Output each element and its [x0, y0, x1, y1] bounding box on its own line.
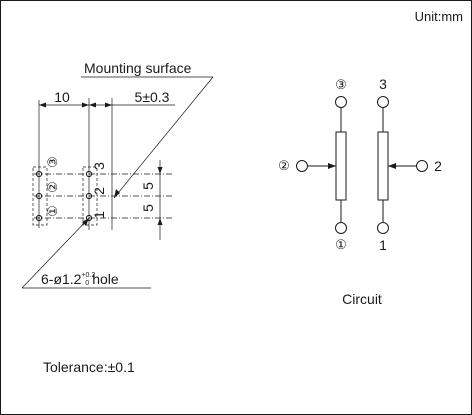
mounting-surface-arrow — [114, 189, 120, 198]
hole-callout-leader — [21, 217, 90, 289]
circuit-right-pin-top-label: 3 — [379, 76, 387, 92]
pad-outline-left — [32, 166, 48, 226]
pin-label-right-3: 3 — [91, 162, 107, 170]
dim-pitch-y-lower: 5 — [140, 204, 156, 212]
hole-callout-arrow — [82, 218, 89, 226]
hole-left-2 — [35, 192, 43, 200]
dim-arrow — [105, 102, 112, 108]
circuit-diagram: ③ ① ② 3 1 2 Circuit — [278, 76, 442, 307]
dim-arrow — [39, 102, 46, 108]
circuit-left-wiper-arrow — [328, 163, 336, 169]
dim-pitch-y-upper: 5 — [140, 182, 156, 190]
pin-label-left-1: ① — [45, 205, 60, 217]
circuit-left-pin-side-label: ② — [278, 158, 290, 173]
hole-right-1 — [85, 214, 93, 222]
mounting-footprint: Mounting surface 10 5±0.3 5 5 — [21, 60, 214, 289]
mounting-surface-leader — [113, 76, 214, 199]
dim-arrow — [89, 102, 96, 108]
tolerance-label: Tolerance:±0.1 — [43, 359, 135, 375]
pin-label-right-2: 2 — [91, 187, 107, 195]
circuit-left-pin-top — [335, 96, 347, 108]
dim-arrow — [157, 218, 163, 225]
dim-arrow — [82, 102, 89, 108]
circuit-right-pin-side-label: 2 — [434, 158, 442, 174]
pin-label-left-3: ③ — [45, 156, 60, 168]
dim-pitch-x: 10 — [54, 89, 70, 105]
circuit-left-pin-bottom — [335, 222, 347, 234]
circuit-left-resistor — [335, 131, 347, 201]
unit-label: Unit:mm — [415, 9, 463, 24]
dim-offset: 5±0.3 — [135, 89, 170, 105]
circuit-right-pin-top — [377, 96, 389, 108]
hole-right-3 — [85, 170, 93, 178]
circuit-left-pin-side — [296, 160, 308, 172]
mounting-surface-label: Mounting surface — [84, 60, 192, 76]
hole-right-2 — [85, 192, 93, 200]
circuit-right-pin-side — [416, 160, 428, 172]
circuit-label: Circuit — [342, 291, 382, 307]
circuit-left-pin-top-label: ③ — [335, 77, 347, 92]
hole-left-1 — [35, 214, 43, 222]
circuit-right-resistor — [377, 131, 389, 201]
circuit-left-pin-bottom-label: ① — [335, 237, 347, 252]
circuit-right-pin-bottom-label: 1 — [379, 237, 387, 253]
dim-arrow — [157, 167, 163, 174]
hole-left-3 — [35, 170, 43, 178]
pin-label-left-2: ② — [45, 181, 60, 193]
circuit-right-wiper-arrow — [388, 163, 396, 169]
circuit-right-pin-bottom — [377, 222, 389, 234]
pad-outline-right — [82, 166, 98, 226]
pin-label-right-1: 1 — [91, 211, 107, 219]
